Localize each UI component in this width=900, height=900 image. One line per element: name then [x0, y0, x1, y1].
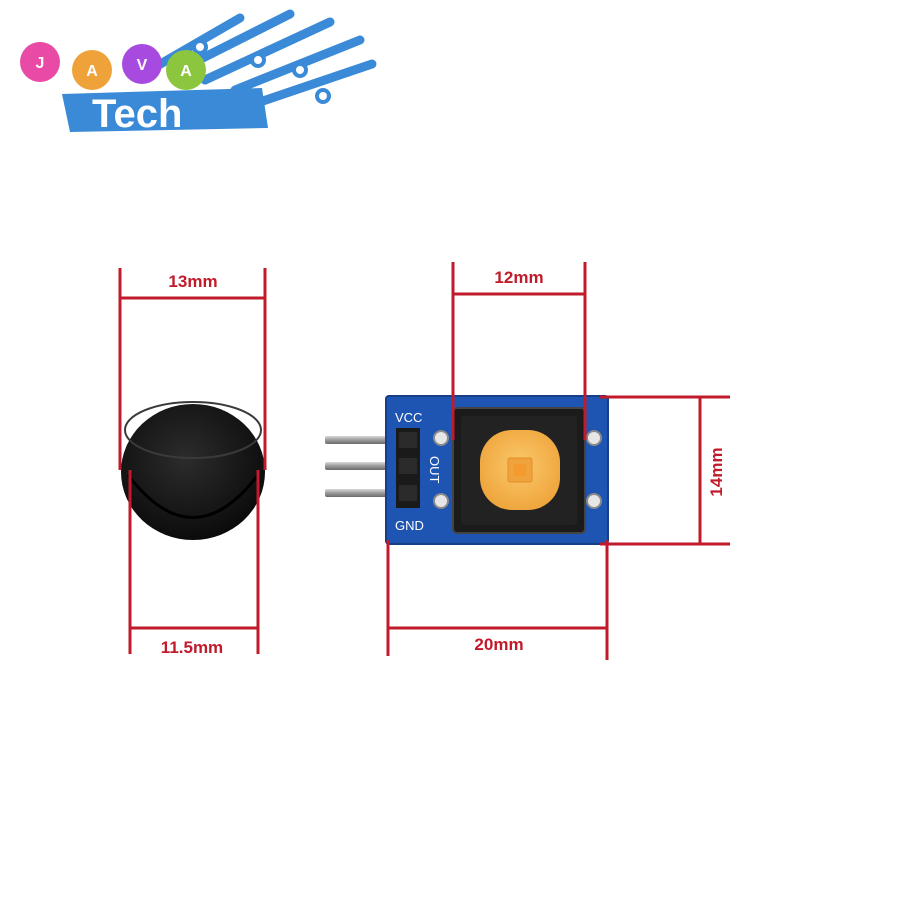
round-cap	[121, 401, 265, 540]
silk-out: OUT	[427, 456, 442, 484]
switch-dimensions	[386, 262, 730, 660]
header-slot-3	[399, 485, 417, 501]
silk-vcc: VCC	[395, 410, 422, 425]
switch-width-label: 12mm	[494, 268, 543, 287]
logo-banner	[62, 88, 268, 132]
board-height-label: 14mm	[707, 447, 726, 496]
logo-letter-1: J	[36, 55, 45, 72]
cap-side-shadow	[126, 474, 260, 519]
logo: J A V A Tech	[20, 9, 377, 136]
logo-ball-3	[122, 44, 162, 84]
cap-dimensions	[118, 268, 267, 654]
header-slot-2	[399, 458, 417, 474]
logo-letter-4: A	[180, 63, 192, 80]
switch-module: VCC OUT GND	[325, 395, 609, 545]
silk-gnd: GND	[395, 518, 424, 533]
logo-ball-4	[166, 50, 206, 90]
pcb-edge	[385, 395, 609, 545]
logo-ball-2	[72, 50, 112, 90]
cap-body	[121, 404, 265, 540]
logo-finger-dots	[192, 39, 331, 104]
switch-button-dot	[514, 464, 526, 476]
pcb-holes	[433, 430, 602, 509]
logo-word: Tech	[92, 92, 182, 136]
cap-top-width-label: 13mm	[168, 272, 217, 291]
board-width-label: 20mm	[474, 635, 523, 654]
logo-letter-2: A	[86, 63, 98, 80]
logo-letter-3: V	[137, 57, 148, 74]
logo-ball-1	[20, 42, 60, 82]
header-slot-1	[399, 432, 417, 448]
logo-letter-balls: J A V A	[20, 42, 206, 90]
cap-top-rim	[124, 401, 262, 459]
cap-bottom-width-label: 11.5mm	[161, 638, 223, 657]
